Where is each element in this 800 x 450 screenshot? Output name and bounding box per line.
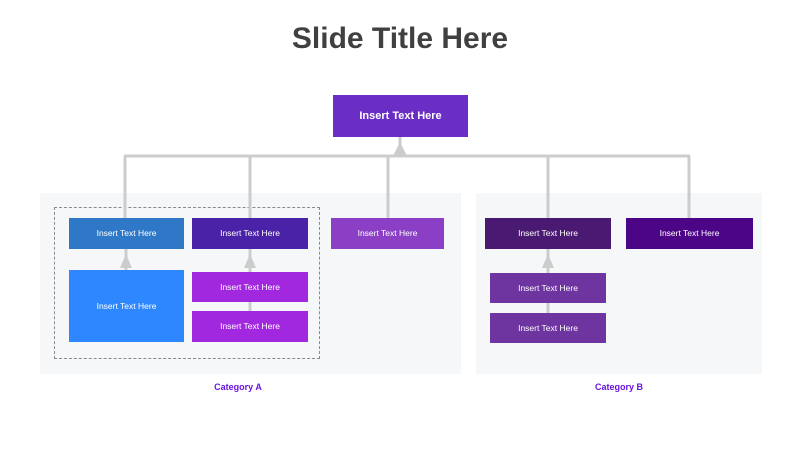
- arrow-a1: [120, 254, 132, 268]
- a1-head-box[interactable]: Insert Text Here: [69, 218, 184, 249]
- a2-child1-box[interactable]: Insert Text Here: [192, 272, 308, 302]
- b1-child2-box[interactable]: Insert Text Here: [490, 313, 606, 343]
- b2-head-box[interactable]: Insert Text Here: [626, 218, 753, 249]
- a2-head-box[interactable]: Insert Text Here: [192, 218, 308, 249]
- b1-head-box[interactable]: Insert Text Here: [485, 218, 611, 249]
- arrow-root: [393, 142, 407, 156]
- a3-head-box[interactable]: Insert Text Here: [331, 218, 444, 249]
- a1-child-box[interactable]: Insert Text Here: [69, 270, 184, 342]
- dashed-group-frame: [54, 207, 320, 359]
- arrow-b1: [542, 254, 554, 268]
- slide-title: Slide Title Here: [291, 22, 509, 55]
- root-box[interactable]: Insert Text Here: [333, 95, 468, 137]
- b1-child1-box[interactable]: Insert Text Here: [490, 273, 606, 303]
- arrow-a2: [244, 254, 256, 268]
- category-a-label: Category A: [214, 382, 262, 392]
- a2-child2-box[interactable]: Insert Text Here: [192, 311, 308, 342]
- category-b-label: Category B: [594, 382, 643, 392]
